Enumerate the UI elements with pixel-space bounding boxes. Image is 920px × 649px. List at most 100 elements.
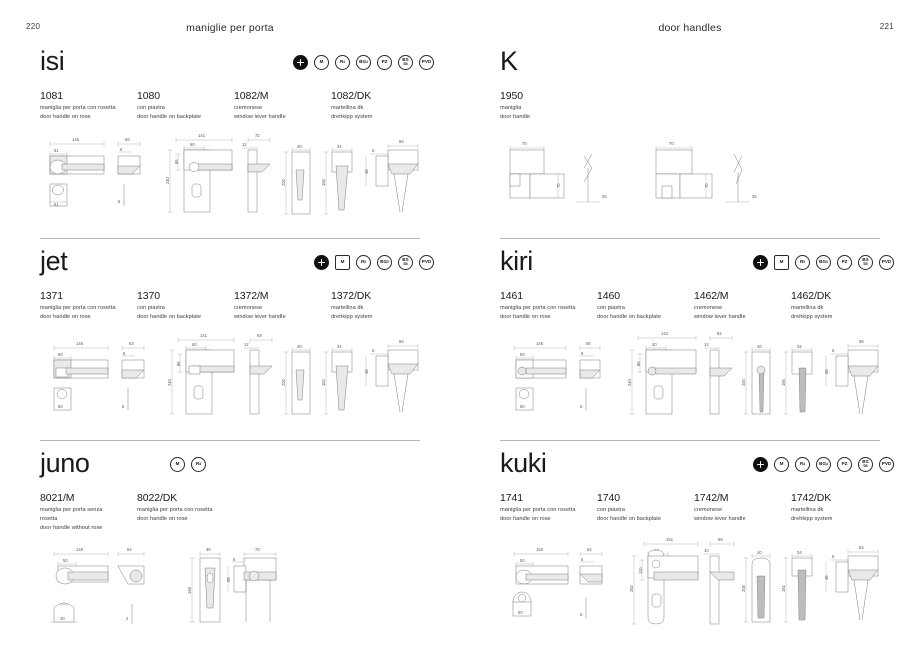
badge-pz[interactable]: PZ	[377, 55, 392, 70]
plus-icon[interactable]	[293, 55, 308, 70]
svg-text:50: 50	[58, 404, 63, 409]
svg-text:54: 54	[587, 547, 592, 552]
product-desc-en: window lever handle	[234, 314, 286, 321]
svg-text:200: 200	[281, 378, 286, 386]
product-item: 8022/DK maniglia per porta con rosetta d…	[137, 492, 234, 533]
svg-text:6: 6	[118, 199, 121, 204]
badge-pz[interactable]: PZ	[837, 255, 852, 270]
svg-text:40: 40	[757, 550, 762, 555]
product-desc-it: maniglia per porta senza	[40, 507, 103, 514]
section-k: K 1950 maniglia door handle 70	[460, 38, 920, 228]
svg-text:86: 86	[176, 361, 181, 366]
product-item: 8021/M maniglia per porta senza rosetta …	[40, 492, 137, 533]
product-desc-it: maniglia per porta con rosetta	[500, 507, 576, 514]
product-desc-en: drehkipp system	[791, 314, 833, 321]
svg-text:48: 48	[364, 369, 369, 374]
svg-text:34: 34	[337, 144, 342, 149]
svg-text:30: 30	[60, 616, 65, 621]
badge-pvd[interactable]: PVD	[419, 55, 434, 70]
svg-text:50: 50	[518, 610, 523, 615]
running-title-left: maniglie per porta	[186, 22, 274, 34]
product-list-isi: 1081 maniglia per porta con rosetta door…	[40, 90, 434, 122]
svg-text:70: 70	[522, 141, 527, 146]
badge-pvd[interactable]: PVD	[419, 255, 434, 270]
badge-pvd[interactable]: PVD	[879, 457, 894, 472]
product-desc-it: con piastra	[137, 105, 165, 112]
technical-drawings-jet: 146 50 50 63 6 6	[36, 326, 440, 438]
product-code: 1081	[40, 90, 63, 102]
svg-text:140: 140	[76, 547, 84, 552]
svg-text:25: 25	[752, 194, 757, 199]
product-item: 1950 maniglia door handle	[500, 90, 597, 122]
svg-text:205: 205	[741, 584, 746, 592]
product-desc-en: door handle on rose	[137, 516, 188, 523]
svg-text:66: 66	[125, 137, 130, 142]
svg-text:70: 70	[255, 547, 260, 552]
svg-text:40: 40	[652, 342, 657, 347]
svg-text:146: 146	[76, 341, 84, 346]
svg-text:110: 110	[638, 567, 643, 574]
plus-icon[interactable]	[753, 255, 768, 270]
svg-text:34: 34	[337, 344, 342, 349]
svg-text:48: 48	[824, 575, 829, 580]
product-desc-en: door handle on backplate	[597, 516, 662, 523]
family-name-isi: isi	[40, 46, 65, 76]
svg-text:6: 6	[832, 554, 835, 559]
product-item: 1082/M cremonese window lever handle	[234, 90, 331, 122]
svg-text:64: 64	[127, 547, 132, 552]
running-title-right: door handles	[658, 22, 722, 34]
svg-text:156: 156	[781, 378, 786, 386]
product-desc-it: martellina dk	[331, 105, 364, 112]
svg-text:34: 34	[797, 344, 802, 349]
product-item: 1080 con piastra door handle on backplat…	[137, 90, 234, 122]
svg-text:69: 69	[257, 333, 262, 338]
product-code: 1950	[500, 90, 523, 102]
product-item: 1460 con piastra door handle on backplat…	[597, 290, 694, 322]
product-code: 1742/M	[694, 492, 729, 504]
badge-m[interactable]: M	[335, 255, 350, 270]
plus-icon[interactable]	[753, 457, 768, 472]
plus-icon[interactable]	[314, 255, 329, 270]
svg-text:40: 40	[757, 344, 762, 349]
badge-pvd[interactable]: PVD	[879, 255, 894, 270]
badge-m[interactable]: M	[774, 255, 789, 270]
svg-text:6: 6	[122, 404, 125, 409]
product-desc-it: maniglia per porta con rosetta	[500, 305, 576, 312]
svg-text:6: 6	[123, 351, 126, 356]
family-name-kiri: kiri	[500, 246, 533, 276]
badge-pz[interactable]: PZ	[837, 457, 852, 472]
product-desc-it: maniglia	[500, 105, 522, 112]
badge-m[interactable]: M	[774, 457, 789, 472]
svg-text:200: 200	[281, 178, 286, 186]
product-desc-it: maniglia per porta con rosetta	[137, 507, 213, 514]
svg-text:56: 56	[859, 339, 864, 344]
badge-m[interactable]: M	[314, 55, 329, 70]
svg-text:36: 36	[206, 547, 211, 552]
badge-m[interactable]: M	[170, 457, 185, 472]
svg-text:12: 12	[704, 342, 709, 347]
product-desc-it: maniglia per porta con rosetta	[40, 105, 116, 112]
svg-text:60: 60	[190, 142, 195, 147]
svg-text:240: 240	[165, 176, 170, 184]
product-list-kuki: 1741 maniglia per porta con rosetta door…	[500, 492, 894, 524]
